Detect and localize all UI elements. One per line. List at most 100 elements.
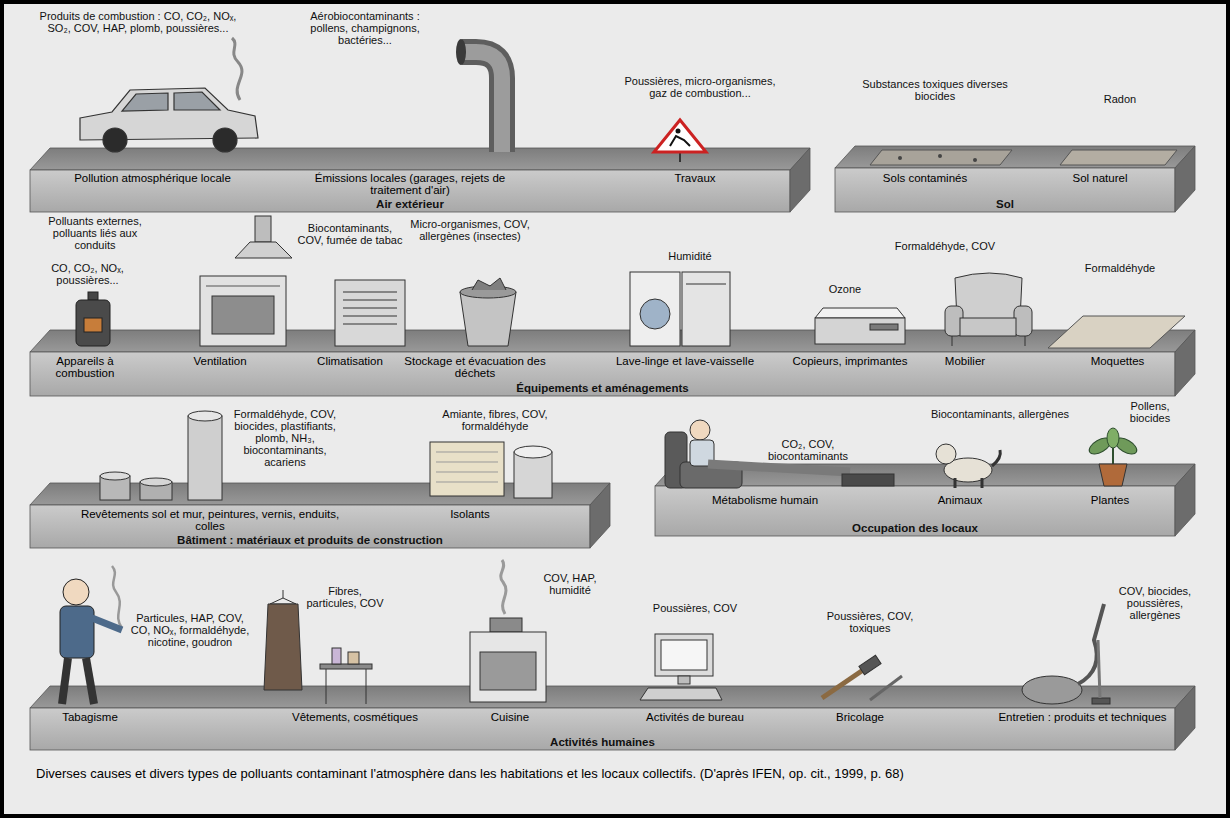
ac-grille (343, 308, 397, 309)
hood-and-oven (200, 216, 292, 346)
panel-fibre (436, 482, 498, 483)
car-wheel (103, 128, 127, 152)
slab-side (790, 148, 810, 212)
pot (490, 618, 522, 632)
ac-grille (343, 324, 397, 325)
pollutant-list: Produits de combustion : CO, CO₂, NOₓ, S… (38, 10, 238, 34)
soil-speck (973, 158, 977, 162)
car-window (122, 93, 168, 111)
cooker-icon (470, 560, 546, 702)
frame (2, 2, 1228, 816)
oven-door (212, 296, 274, 334)
man-body (60, 606, 94, 658)
slab-side (1175, 146, 1195, 212)
source-item: Biocontaminants, COV, fumée de tabacClim… (295, 222, 405, 367)
source-label: Copieurs, imprimantes (790, 355, 910, 367)
source-label: Isolants (400, 508, 540, 520)
shelf-title: Équipements et aménagements (30, 382, 1175, 395)
pollutant-list: Substances toxiques diverses biocides (850, 78, 1020, 102)
hammer-head (859, 655, 881, 674)
vacuum-cleaner (1022, 604, 1110, 704)
pollutant-list: Micro-organismes, COV, allergènes (insec… (410, 218, 530, 242)
source-item: Polluants externes, polluants liés aux c… (40, 215, 265, 367)
source-item: COV, HAP, humiditéCuisine (455, 572, 605, 723)
pollutant-list: COV, biocides, poussières, allergènes (1115, 585, 1195, 621)
table-leg (326, 669, 327, 704)
pollutant-list: Biocontaminants, COV, fumée de tabac (295, 222, 405, 246)
source-label: Sols contaminés (840, 172, 1010, 184)
insulation-panel (430, 442, 504, 496)
dressing-table (320, 664, 372, 669)
waste-bin (460, 278, 516, 346)
screen (661, 640, 707, 670)
source-item: RadonSol naturel (1030, 93, 1180, 184)
pollutant-list: Amiante, fibres, COV, formaldéhyde (425, 408, 565, 432)
armchair-icon (945, 273, 1032, 346)
natural-soil (1060, 150, 1177, 165)
shelf-band: Bâtiment : matériaux et produits de cons… (30, 404, 590, 548)
shelf-title: Sol (835, 198, 1175, 211)
source-label: Travaux (620, 172, 770, 184)
vacuum-wand (1098, 640, 1100, 698)
armchair-leg (952, 336, 953, 346)
sign-worker (670, 136, 690, 146)
duct-opening (456, 39, 466, 65)
oven (200, 276, 286, 346)
coat-hanger (270, 590, 296, 604)
pollutant-list: Ozone (800, 283, 890, 295)
source-label: Cuisine (455, 711, 565, 723)
slab-front (30, 505, 590, 548)
source-item: COV, biocides, poussières, allergènesEnt… (990, 585, 1195, 723)
copier-body (815, 318, 905, 344)
source-label: Émissions locales (garages, rejets de tr… (290, 172, 530, 196)
man-leg (86, 658, 94, 704)
pollutant-list: Particules, HAP, COV, CO, NOₓ, formaldéh… (130, 612, 250, 648)
pollutant-list: Formaldéhyde, COV, biocides, plastifiant… (225, 408, 345, 468)
source-label: Tabagisme (35, 711, 145, 723)
ac-grille (343, 316, 397, 317)
footstool (842, 474, 894, 486)
ac-unit (335, 280, 405, 346)
washing-machines (630, 272, 730, 346)
armchair-leg (1025, 336, 1026, 346)
vacuum-body (1022, 676, 1082, 704)
source-label: Sol naturel (1030, 172, 1170, 184)
cooking-steam (501, 560, 506, 614)
ac-grille (343, 292, 397, 293)
insulation-icon (430, 442, 552, 498)
shelf-band: Sol Substances toxiques diverses biocides… (835, 75, 1175, 212)
man-head (63, 579, 89, 605)
person-in-armchair (665, 420, 894, 488)
cosmetic-bottle (348, 652, 359, 664)
person-legs (708, 464, 850, 472)
dog-icon (936, 444, 1000, 488)
source-label: Vêtements, cosmétiques (260, 711, 450, 723)
pollutant-list: Biocontaminants, allergènes (930, 408, 1070, 420)
air-conditioner (335, 280, 405, 346)
heater-body (76, 300, 110, 346)
source-item: Poussières, micro-organismes, gaz de com… (620, 75, 780, 184)
screwdriver (870, 676, 902, 700)
soil-speck (898, 156, 902, 160)
paint-cans (100, 411, 222, 500)
source-item: Biocontaminants, allergènesAnimaux (900, 408, 1070, 506)
hammer-handle (822, 668, 866, 698)
cylinder-top (188, 411, 222, 421)
shelf-band: Occupation des locauxCO₂, COV, biocontam… (655, 398, 1175, 536)
shelf-title: Bâtiment : matériaux et produits de cons… (30, 534, 590, 547)
shelf-band: Activités humaines Particules, HAP, COV, … (30, 568, 1175, 750)
plant-stem (1112, 448, 1114, 464)
source-item: Fibres, particules, COVVêtements, cosmét… (260, 585, 450, 723)
source-item: HumiditéLave-linge et lave-vaisselle (615, 250, 755, 367)
source-label: Climatisation (300, 355, 400, 367)
coat (264, 604, 302, 690)
shelf-title: Activités humaines (30, 736, 1175, 749)
panel-fibre (436, 462, 498, 463)
machine-door (640, 299, 670, 329)
source-label: Appareils à combustion (35, 355, 135, 379)
duct-pipe (462, 52, 502, 152)
bin-waste (472, 278, 506, 290)
washing-machine (630, 272, 680, 346)
source-label: Stockage et évacuation des déchets (400, 355, 550, 379)
armchair-arm (1014, 306, 1032, 336)
